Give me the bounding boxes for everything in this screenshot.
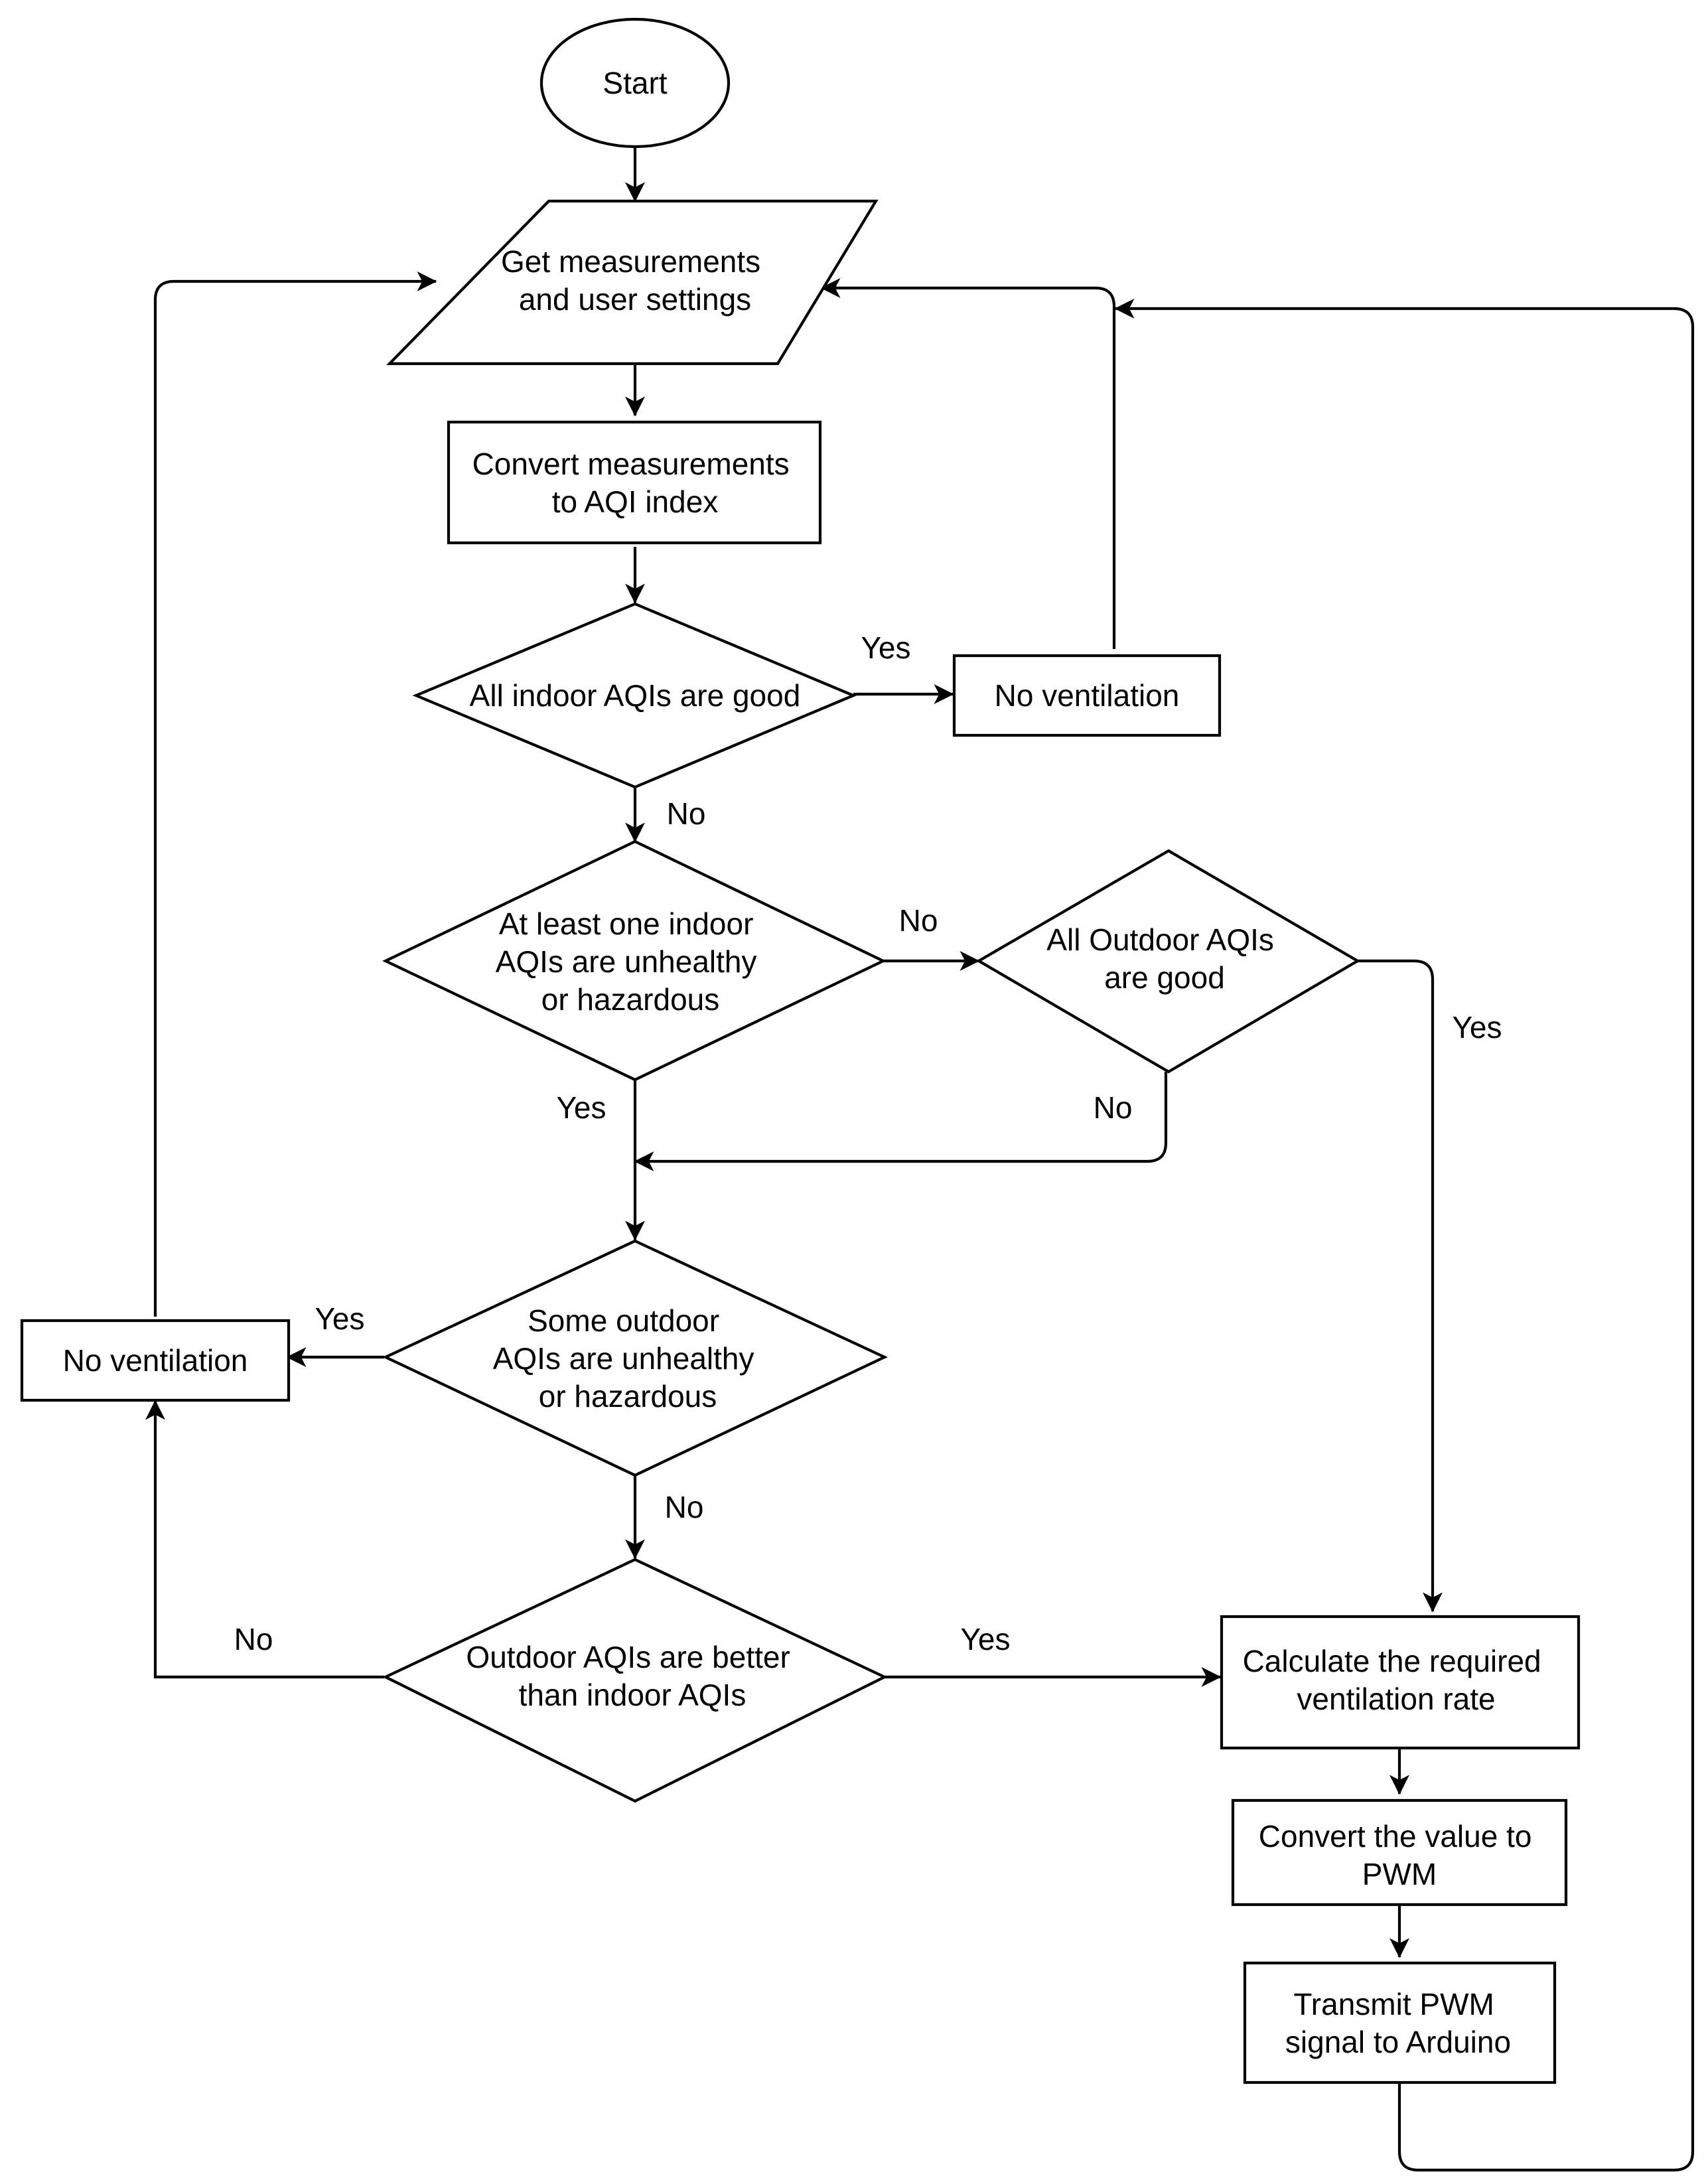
- no-ventilation-left-process: [20, 1319, 291, 1402]
- edge-no-ventilation-left-loop: [153, 271, 437, 1317]
- outdoor-unhealthy-label: Some outdoor AQIs are unhealthy or hazar…: [493, 1303, 763, 1414]
- start-label: Start: [603, 66, 667, 100]
- edge-transmit-loop: [1114, 299, 1695, 2172]
- convert-pwm-label: Convert the value to PWM: [1259, 1819, 1540, 1891]
- edge-label-outdoor-unhealthy-yes: Yes: [315, 1301, 364, 1336]
- all-indoor-good-label: All indoor AQIs are good: [470, 678, 801, 713]
- edge-label-all-indoor-good-no: No: [667, 796, 706, 831]
- edge-all-outdoor-good-yes: [1354, 959, 1443, 1613]
- edge-label-indoor-unhealthy-yes: Yes: [556, 1090, 606, 1125]
- edge-label-all-indoor-good-yes: Yes: [861, 630, 910, 665]
- get-measurements-input: [386, 199, 879, 366]
- node-labels: Start Get measurements and user settings…: [63, 66, 1550, 2059]
- edge-label-outdoor-unhealthy-no: No: [665, 1490, 704, 1524]
- indoor-unhealthy-label: At least one indoor AQIs are unhealthy o…: [496, 907, 766, 1017]
- outdoor-better-label: Outdoor AQIs are better than indoor AQIs: [466, 1640, 798, 1712]
- calc-rate-label: Calculate the required ventilation rate: [1243, 1644, 1550, 1716]
- no-ventilation-right-process: [952, 654, 1222, 737]
- no-ventilation-left-label: No ventilation: [63, 1343, 248, 1378]
- no-ventilation-right-label: No ventilation: [995, 678, 1180, 713]
- shapes: [20, 17, 1581, 2084]
- calc-rate-process: [1220, 1615, 1581, 1750]
- outdoor-unhealthy-decision: [382, 1239, 888, 1477]
- edge-labels: Yes No No Yes No Yes Yes No No Yes: [234, 630, 1502, 1656]
- all-indoor-good-decision: [412, 602, 857, 789]
- edge-label-outdoor-better-no: No: [234, 1622, 273, 1656]
- edge-no-ventilation-right-loop: [820, 278, 1116, 649]
- transmit-pwm-label: Transmit PWM signal to Arduino: [1285, 1987, 1511, 2059]
- edge-label-indoor-unhealthy-no: No: [899, 903, 938, 938]
- outdoor-better-decision: [382, 1558, 888, 1803]
- start-terminal: [539, 17, 731, 149]
- edge-label-all-outdoor-good-no: No: [1094, 1090, 1133, 1125]
- transmit-pwm-process: [1243, 1961, 1557, 2084]
- edge-label-all-outdoor-good-yes: Yes: [1452, 1010, 1502, 1045]
- get-measurements-label: Get measurements and user settings: [501, 244, 769, 317]
- convert-pwm-process: [1231, 1798, 1568, 1907]
- convert-aqi-label: Convert measurements to AQI index: [472, 447, 798, 519]
- edge-outdoor-better-no: [145, 1400, 384, 1679]
- all-outdoor-good-decision: [975, 849, 1361, 1074]
- indoor-unhealthy-decision: [382, 839, 887, 1082]
- connectors: [145, 147, 1695, 2172]
- all-outdoor-good-label: All Outdoor AQIs are good: [1046, 922, 1282, 995]
- convert-aqi-process: [447, 420, 822, 545]
- edge-all-outdoor-good-no: [634, 1072, 1168, 1171]
- edge-label-outdoor-better-yes: Yes: [960, 1622, 1010, 1656]
